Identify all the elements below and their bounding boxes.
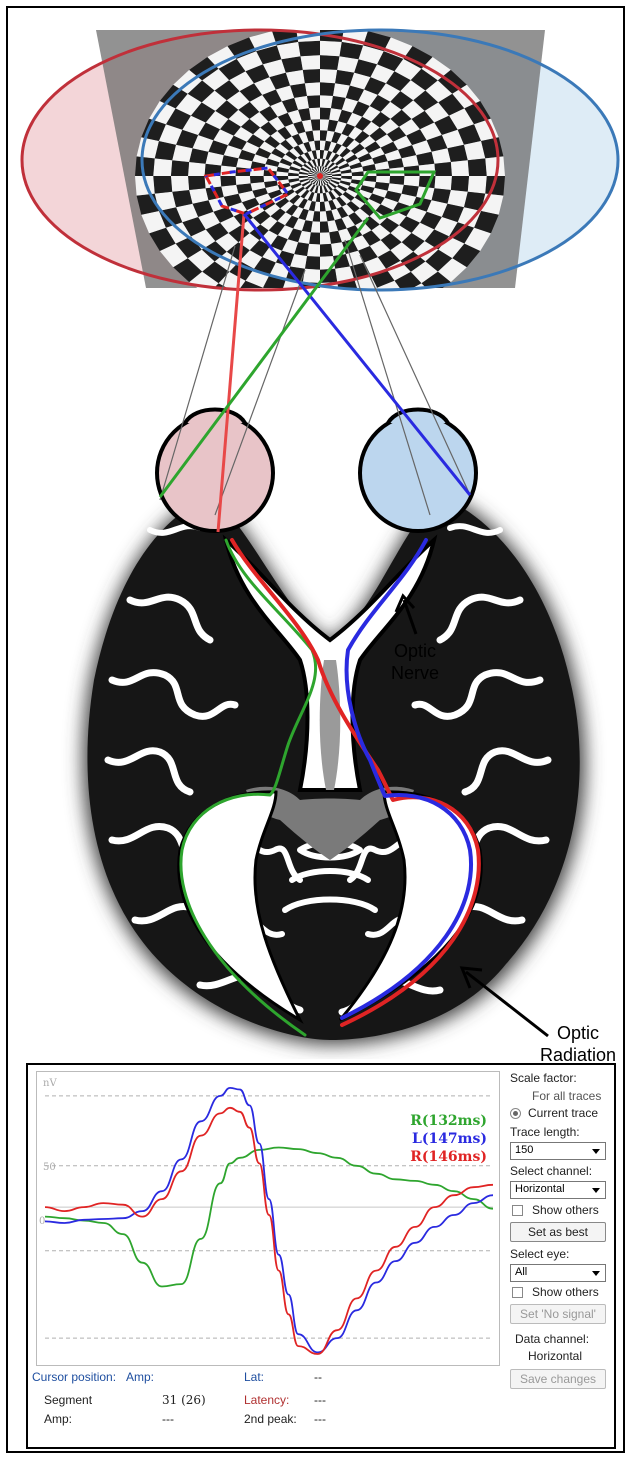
data-channel-value: Horizontal [528, 1349, 582, 1363]
visual-pathway-diagram [0, 0, 633, 1059]
checker-cell [320, 41, 342, 56]
second-peak-label: 2nd peak: [244, 1412, 297, 1426]
eye-value: All [515, 1266, 527, 1278]
scale-factor-label: Scale factor: [510, 1071, 577, 1085]
checker-cell [485, 156, 505, 176]
checker-cell [171, 160, 189, 176]
checker-cell [451, 160, 469, 176]
fixation-point [317, 173, 323, 179]
y-axis-unit-label: nV [43, 1078, 57, 1089]
trace-length-value: 150 [515, 1144, 533, 1156]
select-channel-label: Select channel: [510, 1164, 592, 1178]
segment-value: 31 (26) [162, 1393, 206, 1407]
cursor-lat-label: Lat: [244, 1370, 264, 1384]
checker-cell [320, 108, 331, 120]
latency-value: --- [314, 1393, 326, 1407]
checker-cell [296, 310, 320, 326]
checker-cell [320, 82, 335, 96]
optic-nerve-label-line1: Optic [382, 640, 448, 662]
checker-cell [153, 176, 172, 194]
checker-cell [384, 293, 413, 315]
amp-label: Amp: [44, 1412, 72, 1426]
checker-cell [305, 82, 320, 96]
checker-cell [320, 296, 342, 311]
checker-cell [249, 301, 277, 321]
y-tick-label-50: 50 [43, 1162, 56, 1173]
checker-cell [390, 176, 405, 185]
checker-cell [320, 95, 333, 108]
eyes [157, 410, 476, 532]
trace-length-select[interactable]: 150 [510, 1142, 606, 1160]
for-all-traces-option[interactable]: For all traces [532, 1089, 601, 1103]
vep-viewer-panel: nV 50 0 R(132ms) L(147ms) R(146ms) Scale… [26, 1063, 616, 1449]
checker-cell [320, 69, 337, 83]
checker-cell [404, 176, 420, 187]
chevron-down-icon [592, 1271, 600, 1276]
checker-cell [301, 55, 321, 70]
checker-cell [435, 162, 453, 176]
checker-cell [188, 162, 206, 176]
optic-nerve-label: Optic Nerve [382, 640, 448, 684]
checker-cell [228, 293, 257, 315]
optic-radiation-label: Optic Radiation [536, 1022, 620, 1066]
checker-cell [340, 293, 364, 310]
checker-cell [171, 176, 189, 192]
checker-cell [435, 176, 453, 190]
show-others-label-1: Show others [532, 1203, 599, 1217]
checker-cell [468, 158, 487, 176]
checker-cell [153, 158, 172, 176]
show-others-checkbox-2[interactable] [512, 1287, 523, 1298]
second-peak-value: --- [314, 1412, 326, 1426]
cursor-lat-value: -- [314, 1370, 322, 1384]
checker-cell [451, 176, 469, 192]
cursor-amp-label: Amp: [126, 1370, 154, 1384]
save-changes-button[interactable]: Save changes [510, 1369, 606, 1389]
trace-plot[interactable]: nV 50 0 R(132ms) L(147ms) R(146ms) [36, 1071, 500, 1366]
checker-cell [220, 176, 236, 187]
optic-nerve-label-line2: Nerve [382, 662, 448, 684]
checker-cell [307, 95, 320, 108]
legend-entry-green: R(132ms) [410, 1112, 487, 1130]
channel-select[interactable]: Horizontal [510, 1181, 606, 1199]
current-trace-label: Current trace [528, 1106, 598, 1120]
chevron-down-icon [592, 1149, 600, 1154]
amp-value: --- [162, 1412, 174, 1426]
checker-cell [309, 108, 320, 120]
checker-cell [309, 232, 320, 244]
select-eye-label: Select eye: [510, 1247, 569, 1261]
checker-cell [307, 244, 320, 257]
y-tick-label-0: 0 [39, 1216, 45, 1227]
current-trace-radio[interactable] [510, 1108, 521, 1119]
cursor-position-label: Cursor position: [32, 1370, 116, 1384]
optic-radiation-label-line1: Optic [536, 1022, 620, 1044]
eye-select[interactable]: All [510, 1264, 606, 1282]
set-no-signal-button[interactable]: Set 'No signal' [510, 1304, 606, 1324]
trace-length-label: Trace length: [510, 1125, 580, 1139]
show-others-checkbox-1[interactable] [512, 1205, 523, 1216]
channel-value: Horizontal [515, 1183, 565, 1195]
checker-cell [277, 293, 301, 310]
legend-entry-blue: L(147ms) [412, 1130, 487, 1148]
checker-cell [305, 256, 320, 270]
brain [83, 492, 586, 1045]
checker-cell [320, 55, 340, 70]
chevron-down-icon [592, 1188, 600, 1193]
data-channel-label: Data channel: [515, 1332, 589, 1346]
segment-label: Segment [44, 1393, 92, 1407]
checker-cell [298, 41, 320, 56]
checker-cell [303, 269, 320, 283]
checker-cell [320, 244, 333, 257]
legend-entry-red: R(146ms) [410, 1148, 487, 1166]
checker-cell [342, 307, 368, 325]
set-as-best-button[interactable]: Set as best [510, 1222, 606, 1242]
checker-cell [236, 176, 251, 185]
latency-label: Latency: [244, 1393, 289, 1407]
checker-cell [135, 156, 155, 176]
right-eye-cornea [388, 410, 448, 424]
checker-cell [320, 232, 331, 244]
checker-cell [303, 69, 320, 83]
checker-cell [188, 176, 206, 190]
show-others-label-2: Show others [532, 1285, 599, 1299]
checker-cell [468, 176, 487, 194]
